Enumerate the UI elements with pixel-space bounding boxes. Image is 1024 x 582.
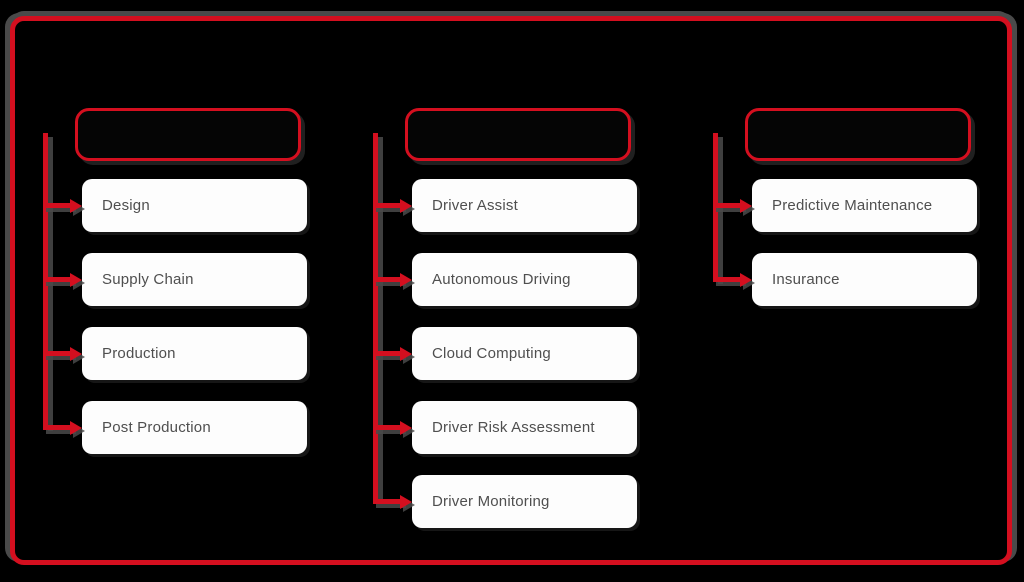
column-items: Driver Assist Autonomous Driving Cloud C… xyxy=(373,179,643,528)
node-box: Cloud Computing xyxy=(373,327,637,380)
column-items: Design Supply Chain Production Post Prod… xyxy=(43,179,313,454)
node-box: Insurance xyxy=(713,253,977,306)
column-2: Driver Assist Autonomous Driving Cloud C… xyxy=(373,108,643,528)
category-header-box xyxy=(745,108,971,161)
node-box: Supply Chain xyxy=(43,253,307,306)
node-box: Driver Monitoring xyxy=(373,475,637,528)
node-box: Driver Risk Assessment xyxy=(373,401,637,454)
category-header-box xyxy=(75,108,301,161)
column-3: Predictive Maintenance Insurance xyxy=(713,108,983,306)
node-box: Post Production xyxy=(43,401,307,454)
node-box: Production xyxy=(43,327,307,380)
node-box: Design xyxy=(43,179,307,232)
node-box: Driver Assist xyxy=(373,179,637,232)
category-header-box xyxy=(405,108,631,161)
column-items: Predictive Maintenance Insurance xyxy=(713,179,983,306)
connector-trunk-line xyxy=(373,133,378,500)
column-1: Design Supply Chain Production Post Prod… xyxy=(43,108,313,454)
node-box: Autonomous Driving xyxy=(373,253,637,306)
node-box: Predictive Maintenance xyxy=(713,179,977,232)
